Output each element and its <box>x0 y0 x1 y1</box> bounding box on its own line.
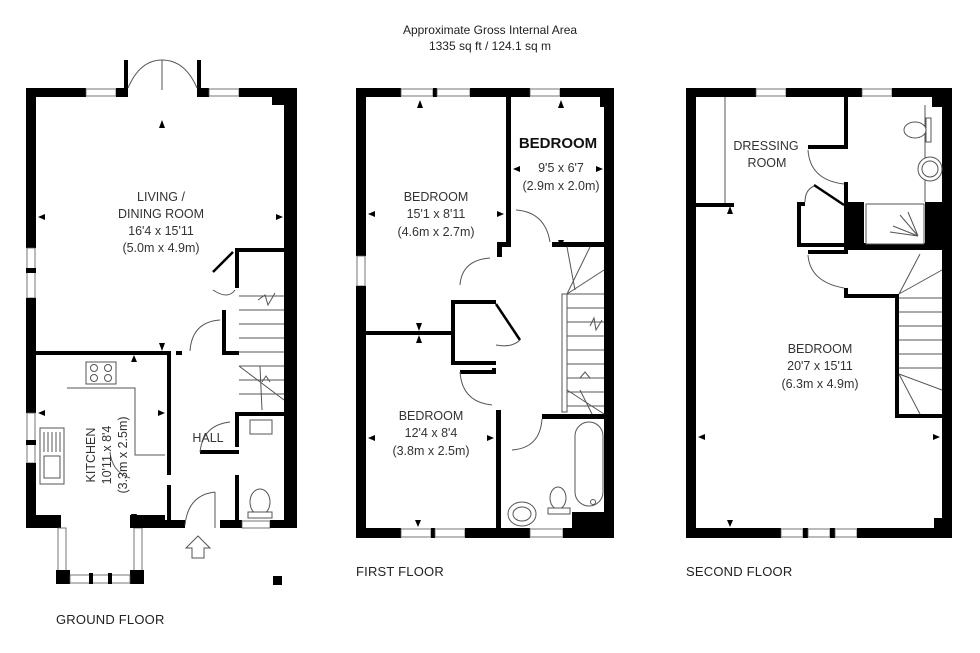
large-bedroom-metric: (4.6m x 2.7m) <box>397 225 474 239</box>
kitchen-name: KITCHEN <box>84 428 98 483</box>
large-bedroom-name: BEDROOM <box>404 190 469 204</box>
ground-floor-label: GROUND FLOOR <box>56 612 165 627</box>
kitchen-metric: (3.3m x 2.5m) <box>116 416 130 493</box>
second-floor-label: SECOND FLOOR <box>686 564 793 579</box>
rear-bedroom-imperial: 12'4 x 8'4 <box>405 426 458 440</box>
dressing-room-name-2: ROOM <box>748 156 787 170</box>
area-header: Approximate Gross Internal Area 1335 sq … <box>0 22 980 54</box>
first-floor-label: FIRST FLOOR <box>356 564 444 579</box>
living-room-name-1: LIVING / <box>137 190 185 204</box>
second-floor-plan: DRESSING ROOM BEDROOM 20'7 x 15'11 (6.3m… <box>686 88 952 538</box>
living-room-name-2: DINING ROOM <box>118 207 204 221</box>
first-floor-plan: BEDROOM 9'5 x 6'7 (2.9m x 2.0m) BEDROOM … <box>356 88 614 538</box>
area-title: Approximate Gross Internal Area <box>402 23 578 37</box>
small-bedroom-imperial: 9'5 x 6'7 <box>538 161 584 175</box>
kitchen-imperial: 10'11 x 8'4 <box>100 426 114 485</box>
rear-bedroom-name: BEDROOM <box>399 409 464 423</box>
ground-floor-plan: LIVING / DINING ROOM 16'4 x 15'11 (5.0m … <box>26 59 297 585</box>
area-value: 1335 sq ft / 124.1 sq m <box>428 39 552 53</box>
small-bedroom-metric: (2.9m x 2.0m) <box>522 179 599 193</box>
second-bedroom-imperial: 20'7 x 15'11 <box>787 359 853 373</box>
large-bedroom-imperial: 15'1 x 8'11 <box>407 207 466 221</box>
small-bedroom-name: BEDROOM <box>519 135 597 152</box>
hall-name: HALL <box>192 431 223 445</box>
living-room-imperial: 16'4 x 15'11 <box>128 224 194 238</box>
dressing-room-name-1: DRESSING <box>733 139 798 153</box>
second-bedroom-name: BEDROOM <box>788 342 853 356</box>
living-room-metric: (5.0m x 4.9m) <box>122 241 199 255</box>
rear-bedroom-metric: (3.8m x 2.5m) <box>392 444 469 458</box>
second-bedroom-metric: (6.3m x 4.9m) <box>781 377 858 391</box>
